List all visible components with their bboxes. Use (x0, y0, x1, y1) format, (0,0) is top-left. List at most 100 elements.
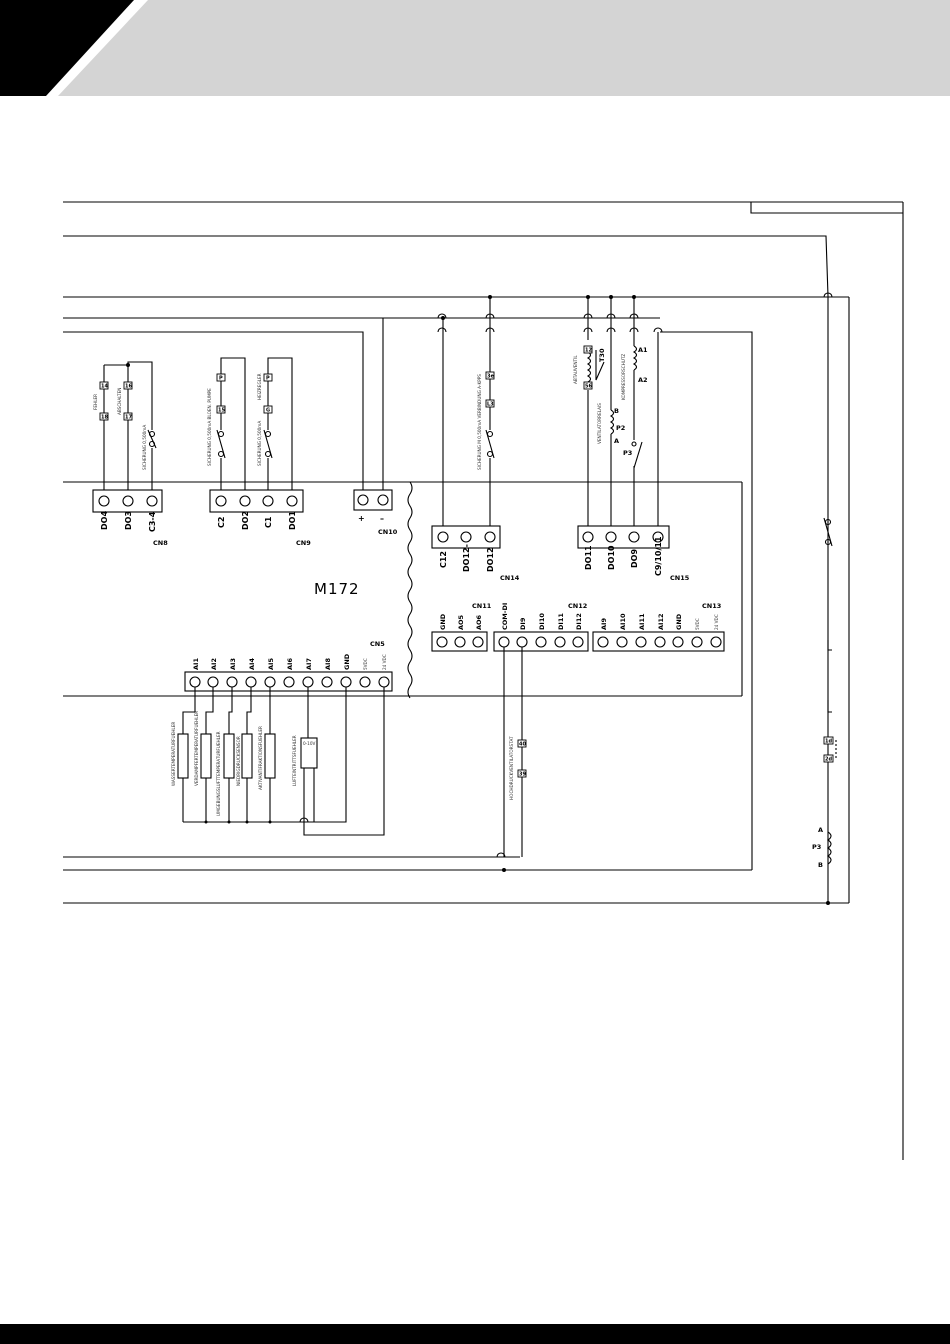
label-hv: HOCHDRUCKVENTILATORSTAT (509, 736, 514, 800)
pin-label: + (358, 514, 365, 523)
label-p2: P2 (616, 424, 625, 432)
connector-name: CN9 (296, 539, 311, 547)
connector-name: CN5 (370, 640, 385, 648)
pin-label: AI7 (305, 658, 313, 670)
pin-label: AI10 (619, 613, 627, 630)
pin-label: DO9 (630, 549, 639, 568)
pin-label: C12 (439, 551, 448, 568)
cn14-wiring (442, 297, 495, 526)
pin-label: C2 (217, 517, 226, 528)
pin-label: DI9 (519, 617, 527, 630)
label-b-low: B (818, 861, 823, 869)
connector-cn5: AI1 AI2 AI3 AI4 AI5 AI6 AI7 AI8 GND 5VDC… (184, 640, 393, 692)
wire-number: 40 (519, 742, 526, 748)
pin-label: AI11 (638, 613, 646, 630)
connector-cn14: C12 DO12- DO12 CN14 (431, 525, 520, 582)
pin-label: DI11 (557, 613, 565, 630)
pin-label: AI2 (210, 658, 218, 670)
label-abtau: ABTAUVENTIL (573, 355, 578, 384)
wire-number: 15 (218, 408, 225, 414)
connector-cn12: COM-DI DI9 DI10 DI11 DI12 CN12 (493, 602, 589, 652)
connector-name: CN15 (670, 574, 690, 582)
pin-label: AI4 (248, 658, 256, 670)
pin-label: DO10 (607, 545, 616, 570)
pin-label: 24 VDC (382, 654, 387, 670)
frame (63, 201, 904, 1160)
label-t30: T30 (598, 348, 606, 362)
pin-label: DO12- (462, 544, 471, 572)
label-sicherung-1: SICHERUNG 0,500mA (142, 425, 147, 470)
wire-number: 56 (585, 384, 592, 390)
pin-label: DO3 (124, 511, 133, 530)
cn14-wire-numbers: 3e L3 SICHERUNG M 0,500mA VERBINDUNG A-K… (477, 371, 494, 470)
wire-number: 18 (101, 415, 108, 421)
pin-label: C1 (264, 516, 273, 528)
wire-number: 17 (125, 415, 132, 421)
connector-cn10: + – CN10 (353, 489, 398, 536)
pin-label: DO4 (100, 511, 109, 530)
cn15-labels: 12 56 ABTAUVENTIL T30 VENTILATORRELAIS B… (573, 345, 648, 457)
wire-number: L3 (487, 402, 494, 408)
pin-label: AI6 (286, 658, 294, 670)
connector-cn13: AI9 AI10 AI11 AI12 GND 5VDC 24 VDC CN13 (592, 602, 725, 652)
connector-name: CN11 (472, 602, 492, 610)
label-s4: NIEDRIGDRUCKSENSOR (236, 736, 241, 786)
connector-name: CN13 (702, 602, 721, 610)
label-abschalten: ABSCHALTEN (117, 388, 122, 415)
label-verdampfer: SICHERUNG M 0,500mA VERBINDUNG A-KPPS (477, 374, 482, 470)
label-a: A (614, 437, 619, 445)
cn8-wire-numbers: 14 16 18 17 FEHLER ABSCHALTEN SICHERUNG … (93, 381, 147, 470)
cn5-sensor-wiring (177, 687, 385, 836)
connector-cn15: DO11 DO10 DO9 C9/10/11 CN15 (577, 525, 690, 582)
pin-label: C9/10/11 (654, 536, 663, 576)
wire-number: G (266, 408, 270, 414)
pin-label: AI9 (600, 618, 608, 630)
connector-name: CN14 (500, 574, 520, 582)
wire-number: 1d (825, 739, 832, 745)
pin-label: C3-4 (148, 511, 157, 532)
pin-label: AI8 (324, 658, 332, 670)
pin-label: AO5 (457, 614, 465, 630)
label-fehler: FEHLER (93, 394, 98, 410)
pin-label: DO12 (486, 547, 495, 572)
pin-label: AI1 (192, 658, 200, 670)
wire-number: 39 (519, 772, 526, 778)
pin-label: 24 VDC (714, 614, 719, 630)
controller-title: M172 (314, 580, 360, 598)
cn5-sensor-labels: WASSERTEMPERATURFUEHLER VERDAMPFERTEMPER… (171, 711, 316, 816)
right-column-components (823, 517, 837, 865)
footer-band (0, 1324, 950, 1344)
wire-number: 3e (487, 374, 494, 380)
wire-number: 2d (825, 757, 832, 763)
cn8-wiring (103, 361, 157, 490)
pin-label: AI5 (267, 658, 275, 670)
cn12-wiring (503, 647, 523, 857)
cn12-wire-numbers: 40 39 HOCHDRUCKVENTILATORSTAT (509, 736, 526, 800)
pin-label: DO1 (288, 511, 297, 530)
label-sensor-box: 0-10V (303, 741, 316, 746)
wire-number: 14 (101, 384, 108, 390)
pin-label: AO6 (475, 614, 483, 630)
label-b: B (614, 407, 619, 415)
wire-number: P (219, 376, 223, 382)
connector-name: CN12 (568, 602, 587, 610)
connector-cn8: DO4 DO3 C3-4 CN8 (92, 489, 168, 547)
pin-label: GND (675, 613, 683, 630)
connector-name: CN10 (378, 528, 398, 536)
label-s6: LUFTEINTRITTSFUEHLER (292, 735, 297, 786)
cn15-wiring (586, 297, 659, 526)
label-p3-right: P3 (812, 843, 821, 851)
label-sicherung-2: SICHERUNG 0,500mA (257, 421, 262, 466)
cn9-wire-numbers: P 15 P G SICHERUNG 0,500mA BLOEN. PUMPE … (207, 373, 273, 466)
label-koelwasser: HEIZREGLER (257, 373, 262, 400)
label-s5: AKTIVANTIFRAKTIONSFUEHLER (258, 726, 263, 790)
bus-lines (63, 235, 850, 904)
label-kompressor: KOMPRESSORSCHUTZ (621, 354, 626, 400)
pin-label: GND (343, 653, 351, 670)
connector-name: CN8 (153, 539, 168, 547)
pin-label: DO11 (584, 545, 593, 570)
junction-dots (126, 295, 830, 905)
label-a-low: A (818, 826, 823, 834)
pin-label: COM-DI (501, 603, 509, 630)
